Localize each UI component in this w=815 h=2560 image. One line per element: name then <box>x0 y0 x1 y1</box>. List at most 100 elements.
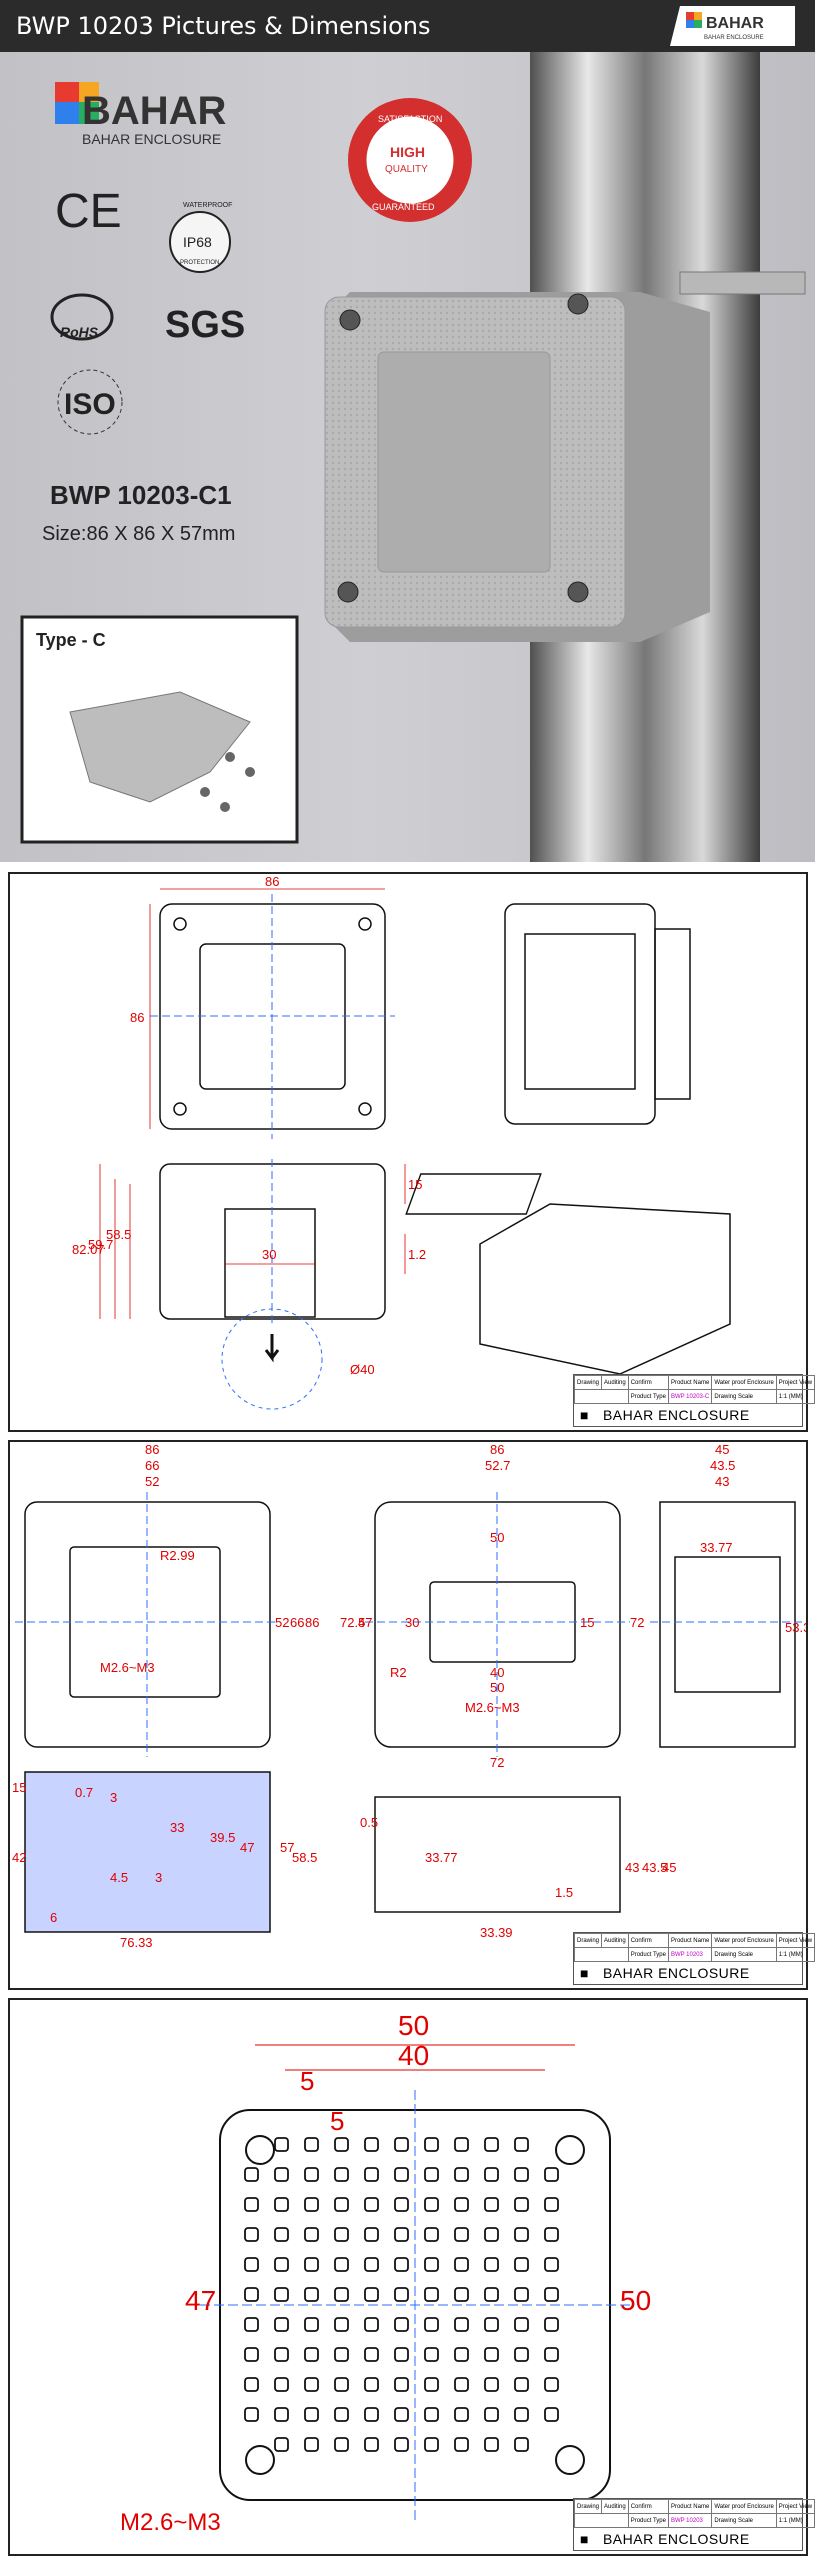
dim-e33-77: 33.77 <box>425 1850 458 1865</box>
vent-hole <box>454 2317 469 2332</box>
vent-hole <box>484 2287 499 2302</box>
dim-47: 47 <box>358 1615 372 1630</box>
vent-hole <box>394 2167 409 2182</box>
vent-hole <box>274 2317 289 2332</box>
rohs-icon <box>50 293 114 341</box>
vent-hole <box>364 2257 379 2272</box>
vent-hole <box>304 2347 319 2362</box>
dim-e43: 43 <box>625 1860 639 1875</box>
sgs-mark: SGS <box>165 304 245 346</box>
vent-hole <box>274 2347 289 2362</box>
vent-hole <box>364 2197 379 2212</box>
vent-hole <box>364 2347 379 2362</box>
dim-52-v: 52 <box>275 1615 289 1630</box>
dim-c0-7: 0.7 <box>75 1785 93 1800</box>
vent-hole <box>484 2227 499 2242</box>
dim-45: 45 <box>715 1442 729 1457</box>
vent-hole <box>514 2197 529 2212</box>
vent-hole <box>514 2287 529 2302</box>
vent-hole <box>274 2377 289 2392</box>
vent-hole <box>364 2287 379 2302</box>
vent-hole <box>484 2167 499 2182</box>
drawing-1: 86 86 15 82.07 59.7 58.5 30 1.2 Ø40 <box>72 874 731 1410</box>
vent-hole <box>484 2347 499 2362</box>
dim-58-5: 58.5 <box>106 1227 131 1242</box>
vent-hole <box>454 2197 469 2212</box>
svg-text:HIGH: HIGH <box>390 144 425 160</box>
page-header: BWP 10203 Pictures & Dimensions BAHAR BA… <box>0 0 815 52</box>
vent-hole <box>484 2317 499 2332</box>
vent-hole <box>244 2197 259 2212</box>
dim-52: 52 <box>145 1474 159 1489</box>
vent-hole <box>244 2407 259 2422</box>
vent-hole <box>514 2167 529 2182</box>
vent-hole <box>454 2437 469 2452</box>
dim-72-h: 72 <box>490 1755 504 1770</box>
vent-hole <box>394 2227 409 2242</box>
dim-diameter-40: Ø40 <box>350 1362 375 1377</box>
vent-hole <box>454 2407 469 2422</box>
dim-50-bottom: 50 <box>490 1680 504 1695</box>
type-label: Type - C <box>36 630 106 650</box>
vent-hole <box>544 2287 559 2302</box>
dim-c57: 57 <box>280 1840 294 1855</box>
vent-hole <box>334 2137 349 2152</box>
vent-hole <box>274 2167 289 2182</box>
vent-hole <box>304 2317 319 2332</box>
vent-hole <box>454 2287 469 2302</box>
svg-text:GUARANTEED: GUARANTEED <box>372 202 435 212</box>
dim-50-top: 50 <box>490 1530 504 1545</box>
vent-hole <box>424 2167 439 2182</box>
vent-hole <box>274 2287 289 2302</box>
vent-hole <box>304 2167 319 2182</box>
vent-hole <box>484 2407 499 2422</box>
header-logo-text: BAHAR <box>706 15 764 32</box>
vent-hole <box>484 2377 499 2392</box>
vent-hole <box>484 2257 499 2272</box>
vent-hole <box>334 2407 349 2422</box>
dim-b86: 86 <box>490 1442 504 1457</box>
model-size: Size:86 X 86 X 57mm <box>42 523 235 545</box>
dim-c4-5: 4.5 <box>110 1870 128 1885</box>
dim-c58-5: 58.5 <box>292 1850 317 1865</box>
bahar-logo-icon: BAHAR BAHAR ENCLOSURE <box>686 12 764 41</box>
drawing-panel-2: 86 66 52 R2.99 M2.6~M3 52 66 86 86 52.7 … <box>8 1440 815 1990</box>
dim-15: 15 <box>580 1615 594 1630</box>
dim-c39-5: 39.5 <box>210 1830 235 1845</box>
svg-text:QUALITY: QUALITY <box>385 164 428 175</box>
vent-hole <box>304 2437 319 2452</box>
vent-hole <box>304 2137 319 2152</box>
vent-hole <box>364 2407 379 2422</box>
vent-hole <box>304 2257 319 2272</box>
vent-hole <box>544 2257 559 2272</box>
vent-hole <box>334 2227 349 2242</box>
dim-1-2: 1.2 <box>408 1247 426 1262</box>
hero-illustration: BAHAR BAHAR ENCLOSURE CE WATERPROOF IP68… <box>20 52 806 862</box>
vent-hole <box>544 2407 559 2422</box>
vent-hole <box>544 2377 559 2392</box>
ce-mark: CE <box>55 185 122 238</box>
dim-50-right: 50 <box>620 2285 651 2316</box>
dim-r2: R2 <box>390 1665 407 1680</box>
dim-c47: 47 <box>240 1840 254 1855</box>
dim-5-h: 5 <box>300 2066 314 2096</box>
vent-hole <box>424 2317 439 2332</box>
vent-hole <box>454 2347 469 2362</box>
vent-hole <box>334 2377 349 2392</box>
dim-40: 40 <box>398 2040 429 2071</box>
vent-hole <box>394 2377 409 2392</box>
dim-72-5: 72.5 <box>340 1615 365 1630</box>
vent-hole <box>544 2197 559 2212</box>
vent-hole <box>364 2317 379 2332</box>
dim-e0-5: 0.5 <box>360 1815 378 1830</box>
dim-30: 30 <box>405 1615 419 1630</box>
vent-hole <box>424 2347 439 2362</box>
dim-30: 30 <box>262 1247 276 1262</box>
dim-47: 47 <box>185 2285 216 2316</box>
dim-86-v: 86 <box>305 1615 319 1630</box>
dim-c3b: 3 <box>155 1870 162 1885</box>
dim-33-77: 33.77 <box>700 1540 733 1555</box>
header-logo-sub: BAHAR ENCLOSURE <box>704 35 764 41</box>
